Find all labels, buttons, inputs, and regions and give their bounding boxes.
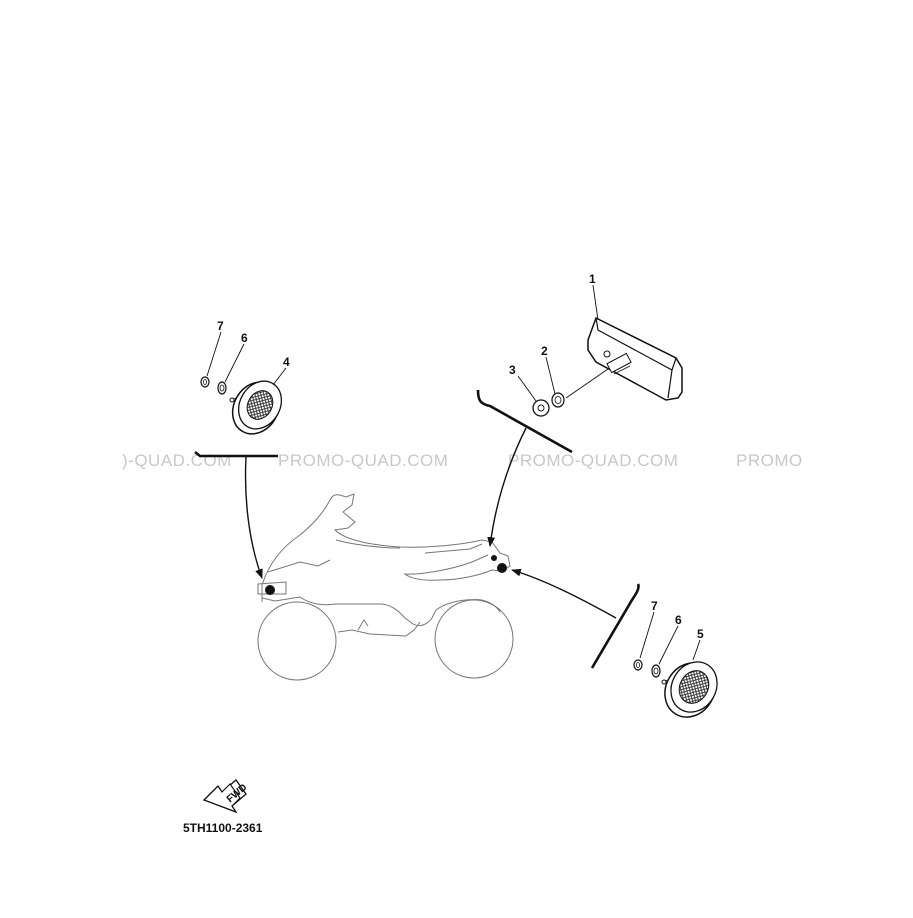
leader-7-left xyxy=(206,331,222,377)
leader-1 xyxy=(592,284,599,321)
callout-7-left: 7 xyxy=(217,319,224,333)
leader-6-left xyxy=(224,343,245,383)
nut-7-right xyxy=(633,659,643,671)
callout-2: 2 xyxy=(541,344,548,358)
arrow-rear-reflector xyxy=(487,427,527,547)
reflector-5 xyxy=(661,661,718,718)
part-code: 5TH1100-2361 xyxy=(183,821,263,835)
leader-7-right xyxy=(639,611,655,659)
leader-3 xyxy=(517,375,537,402)
leader-5 xyxy=(692,639,701,661)
front-reflector-mount xyxy=(265,585,275,595)
callout-7-right: 7 xyxy=(651,599,658,613)
watermark-text-2: PROMO-QUAD.COM xyxy=(278,451,448,470)
callout-6-left: 6 xyxy=(241,331,248,345)
washer-2 xyxy=(551,392,565,408)
arrow-front-reflector xyxy=(244,456,263,579)
callout-4: 4 xyxy=(283,355,290,369)
reflector-1 xyxy=(587,316,683,401)
rear-reflector-group: 1 2 3 xyxy=(476,272,683,547)
leader-4 xyxy=(272,367,287,386)
bolt-axis-line xyxy=(565,368,609,399)
bracket-bottom-right xyxy=(590,583,640,669)
callout-5: 5 xyxy=(697,627,704,641)
washer-6-right xyxy=(651,664,661,678)
bracket-top-right xyxy=(476,389,573,454)
leader-2 xyxy=(545,356,556,395)
watermark: )-QUAD.COM PROMO-QUAD.COM PROMO-QUAD.COM… xyxy=(122,451,803,470)
front-wheel xyxy=(257,601,337,681)
rear-wheel xyxy=(434,599,514,679)
front-reflector-group: 7 6 4 xyxy=(194,319,290,579)
rear-top-mount xyxy=(491,555,497,561)
nut-3 xyxy=(532,399,550,417)
fwd-indicator: FWD xyxy=(202,779,249,814)
callout-1: 1 xyxy=(589,272,596,286)
watermark-text-1: )-QUAD.COM xyxy=(122,451,232,470)
atv-silhouette xyxy=(257,493,514,681)
leader-6-right xyxy=(658,625,679,665)
arrow-side-reflector xyxy=(511,568,617,619)
watermark-text-4: PROMO xyxy=(736,451,803,470)
reflector-4 xyxy=(229,380,283,435)
side-reflector-group: 7 6 5 xyxy=(511,568,718,718)
rear-reflector-mount xyxy=(497,563,507,573)
washer-6-left xyxy=(217,381,227,395)
bracket-left xyxy=(194,450,278,458)
nut-7-left xyxy=(200,376,210,388)
callout-6-right: 6 xyxy=(675,613,682,627)
watermark-text-3: PROMO-QUAD.COM xyxy=(508,451,678,470)
callout-3: 3 xyxy=(509,363,516,377)
